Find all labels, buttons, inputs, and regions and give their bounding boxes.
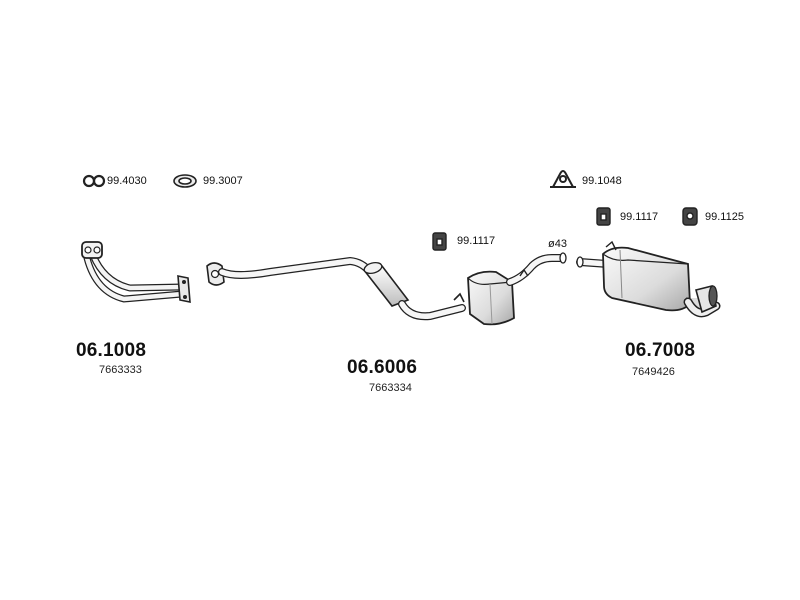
middle-part-number: 06.6006: [347, 357, 418, 378]
rubber-hanger-mid-icon: [432, 232, 447, 251]
middle-muffler: [467, 270, 515, 326]
rear-part-number: 06.7008: [625, 340, 696, 361]
gasket-label: 99.3007: [203, 175, 243, 187]
front-pipe-rear-flange: [177, 275, 191, 303]
middle-section: [206, 252, 567, 326]
hanger-rear-b-label: 99.1125: [705, 211, 744, 223]
middle-inlet-flange: [206, 262, 225, 286]
front-pipe: [81, 241, 191, 303]
hanger-rear-a-label: 99.1117: [620, 211, 659, 223]
rubber-hanger-rear-b-icon: [682, 207, 698, 226]
rubber-hanger-rear-a-icon: [596, 207, 611, 226]
front-part-number: 06.1008: [76, 340, 147, 361]
u-clamp-icon: [550, 170, 576, 188]
hanger-mid-label: 99.1117: [457, 235, 496, 247]
pipe-diameter-label: ø43: [548, 238, 567, 250]
front-pipe-flange: [81, 241, 103, 259]
front-ref-number: 7663333: [99, 364, 142, 376]
tail-pipe: [683, 285, 721, 318]
clamp-ring-label: 99.4030: [107, 175, 147, 187]
clamp-ring-icon: [82, 174, 106, 188]
gasket-icon: [173, 174, 197, 188]
rear-section: [576, 240, 721, 318]
rear-muffler: [602, 240, 691, 312]
resonator: [362, 261, 410, 307]
middle-ref-number: 7663334: [369, 382, 412, 394]
u-clamp-label: 99.1048: [582, 175, 622, 187]
rear-ref-number: 7649426: [632, 366, 675, 378]
